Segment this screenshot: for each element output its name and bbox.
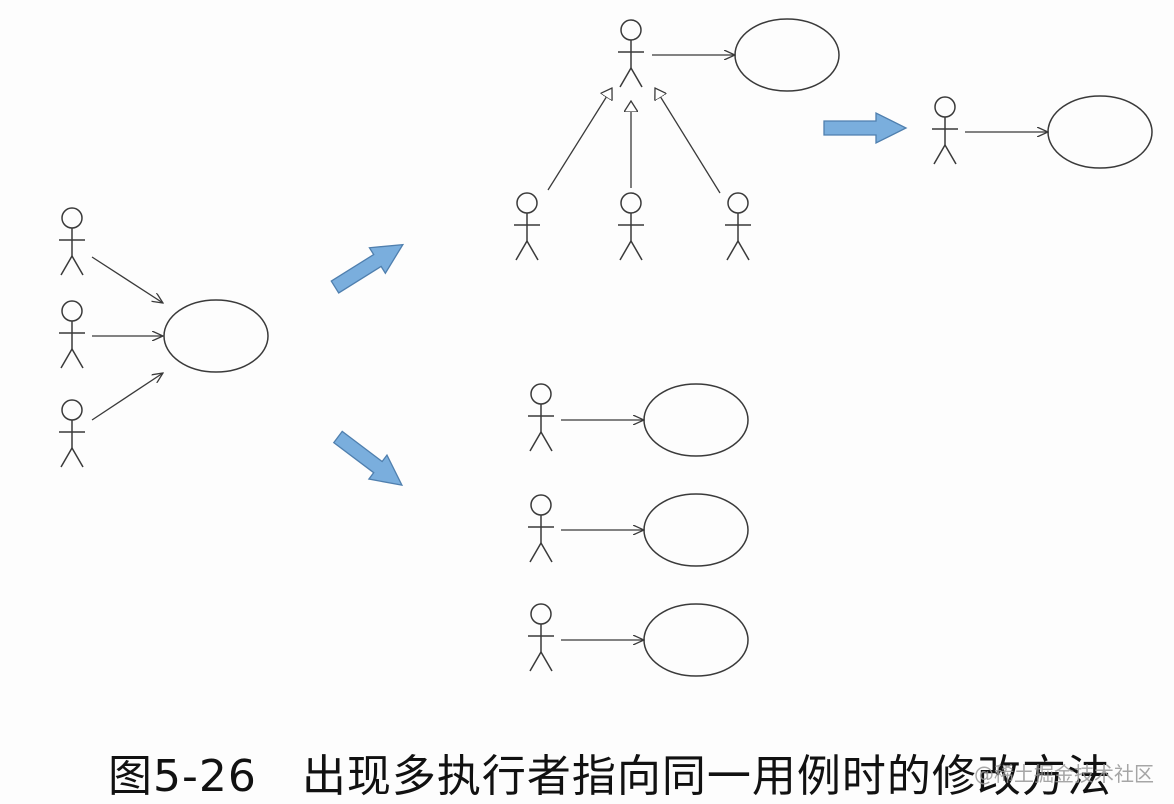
block-arrow-down-icon xyxy=(332,430,404,487)
block-arrow-right-icon xyxy=(823,111,908,145)
block-arrow-up-icon xyxy=(330,243,405,294)
use-case-top xyxy=(734,18,840,92)
transition-arrows xyxy=(330,111,908,487)
split-actor-1-icon xyxy=(527,383,555,452)
left-group xyxy=(58,207,269,468)
generalization-group xyxy=(513,18,840,261)
actor-left-2-icon xyxy=(58,300,86,369)
use-case-split-1 xyxy=(643,383,749,457)
split-group xyxy=(527,383,749,677)
use-case-split-2 xyxy=(643,493,749,567)
association-left-3 xyxy=(91,373,163,421)
actor-left-3-icon xyxy=(58,399,86,468)
child-actor-2-icon xyxy=(617,192,645,261)
generalization-arrow-1 xyxy=(547,88,612,191)
watermark: @稀土掘金技术社区 xyxy=(974,762,1154,786)
actor-left-1-icon xyxy=(58,207,86,276)
parent-actor-icon xyxy=(617,19,645,88)
use-case-split-3 xyxy=(643,603,749,677)
association-left-1 xyxy=(91,256,163,303)
generalization-arrow-3 xyxy=(655,88,721,194)
figure-caption: 图5-26 出现多执行者指向同一用例时的修改方法 xyxy=(108,751,1112,802)
use-case-merged xyxy=(1047,95,1153,169)
merged-group xyxy=(931,95,1153,169)
split-actor-2-icon xyxy=(527,494,555,563)
split-actor-3-icon xyxy=(527,603,555,672)
use-case-left xyxy=(163,299,269,373)
child-actor-3-icon xyxy=(724,192,752,261)
merged-actor-icon xyxy=(931,96,959,165)
child-actor-1-icon xyxy=(513,192,541,261)
